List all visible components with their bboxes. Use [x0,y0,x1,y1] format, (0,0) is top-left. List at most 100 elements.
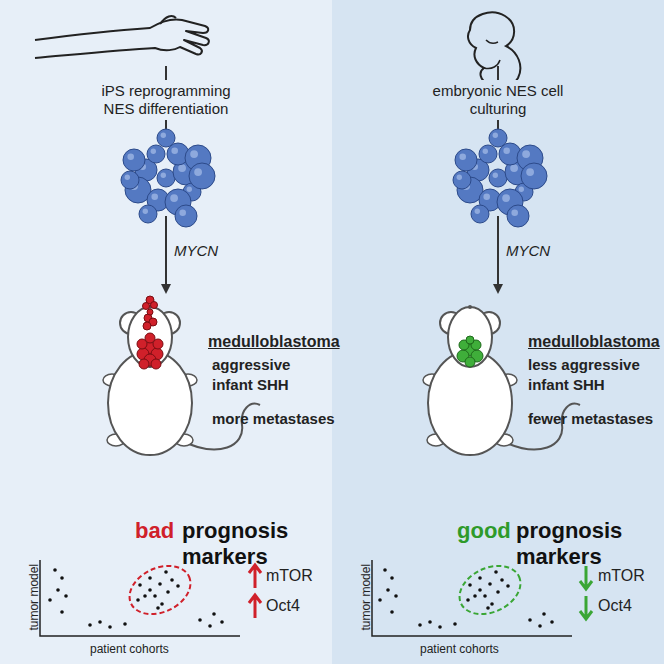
data-point [108,625,112,629]
data-point [212,612,216,616]
cell [189,163,215,189]
gene-label: MYCN [174,242,218,260]
step-label: embryonic NES cell culturing [418,80,578,120]
cell-highlight [170,194,178,202]
data-point [60,610,64,614]
data-point [528,618,532,622]
cell [157,169,175,187]
cell-highlight [190,150,198,158]
data-point [466,598,470,602]
cell-highlight [143,209,148,214]
data-point [48,598,52,602]
data-point [390,610,394,614]
cell [507,205,529,227]
cell [489,129,507,147]
tumor-feature: infant SHH [212,376,289,394]
tumor-heading: medulloblastoma [528,332,660,351]
cell-highlight [187,187,192,192]
data-point [488,582,492,586]
prognosis-label: prognosis markers [516,518,626,571]
data-point [500,578,504,582]
tumor-cell [147,309,153,315]
tumor-feature: aggressive [212,356,290,374]
axis-label: tumor model [27,549,41,645]
cell-highlight [503,147,510,154]
data-point [468,583,472,587]
data-point [220,620,224,624]
data-point [438,625,442,629]
data-point [478,576,482,580]
data-point [386,588,390,592]
cell [455,149,477,171]
data-point [64,594,68,598]
data-point [170,578,174,582]
data-point [428,620,432,624]
cell-highlight [483,193,490,200]
axis-label: patient cohorts [90,642,169,656]
data-point [483,594,487,598]
data-point [394,594,398,598]
data-point [143,594,147,598]
data-point [496,590,500,594]
data-point [123,622,127,626]
tumor-cell [151,359,161,369]
cell-highlight [151,193,158,200]
data-point [494,570,498,574]
axis-label: patient cohorts [420,642,499,656]
data-point [53,568,57,572]
gene-label: MYCN [506,242,550,260]
cell-highlight [526,168,534,176]
data-point [418,623,422,627]
tumor-heading: medulloblastoma [208,332,340,351]
cell [175,205,197,227]
data-point [478,588,482,592]
data-point [208,624,212,628]
cell-highlight [493,133,498,138]
data-point [56,588,60,592]
tumor-cell [466,336,474,344]
cell [157,129,175,147]
data-point [390,576,394,580]
data-point [473,594,477,598]
data-point [148,576,152,580]
data-point [550,620,554,624]
data-point [486,606,490,610]
cell-highlight [171,147,178,154]
cell-highlight [127,153,134,160]
cell-highlight [457,175,462,180]
data-point [156,606,160,610]
data-point [453,622,457,626]
prognosis-word: bad [135,518,174,544]
data-point [378,598,382,602]
cell-highlight [511,209,518,216]
data-point [153,594,157,598]
data-point [383,568,387,572]
tumor-feature: less aggressive [528,356,640,374]
cell-highlight [475,209,480,214]
axis-label: tumor model [359,549,373,645]
tumor-feature: fewer metastases [528,410,653,428]
cell-highlight [459,153,466,160]
data-point [166,590,170,594]
cell-highlight [519,187,524,192]
marker-label: Oct4 [266,596,300,615]
prognosis-label: prognosis markers [182,518,292,571]
tumor-cell [139,359,149,369]
data-point [148,588,152,592]
tumor-cell [143,322,151,330]
tumor-cell [143,303,150,310]
tumor-cell [465,357,475,367]
cell [123,149,145,171]
tumor-feature: infant SHH [528,376,605,394]
cell-highlight [483,149,488,154]
cell-highlight [194,168,202,176]
cell-highlight [161,173,166,178]
cell [489,169,507,187]
step-label: iPS reprogramming NES differentiation [86,80,246,120]
marker-label: mTOR [266,566,313,585]
data-point [176,584,180,588]
data-point [158,582,162,586]
data-point [490,602,494,606]
cell-highlight [151,149,156,154]
marker-label: mTOR [598,566,645,585]
